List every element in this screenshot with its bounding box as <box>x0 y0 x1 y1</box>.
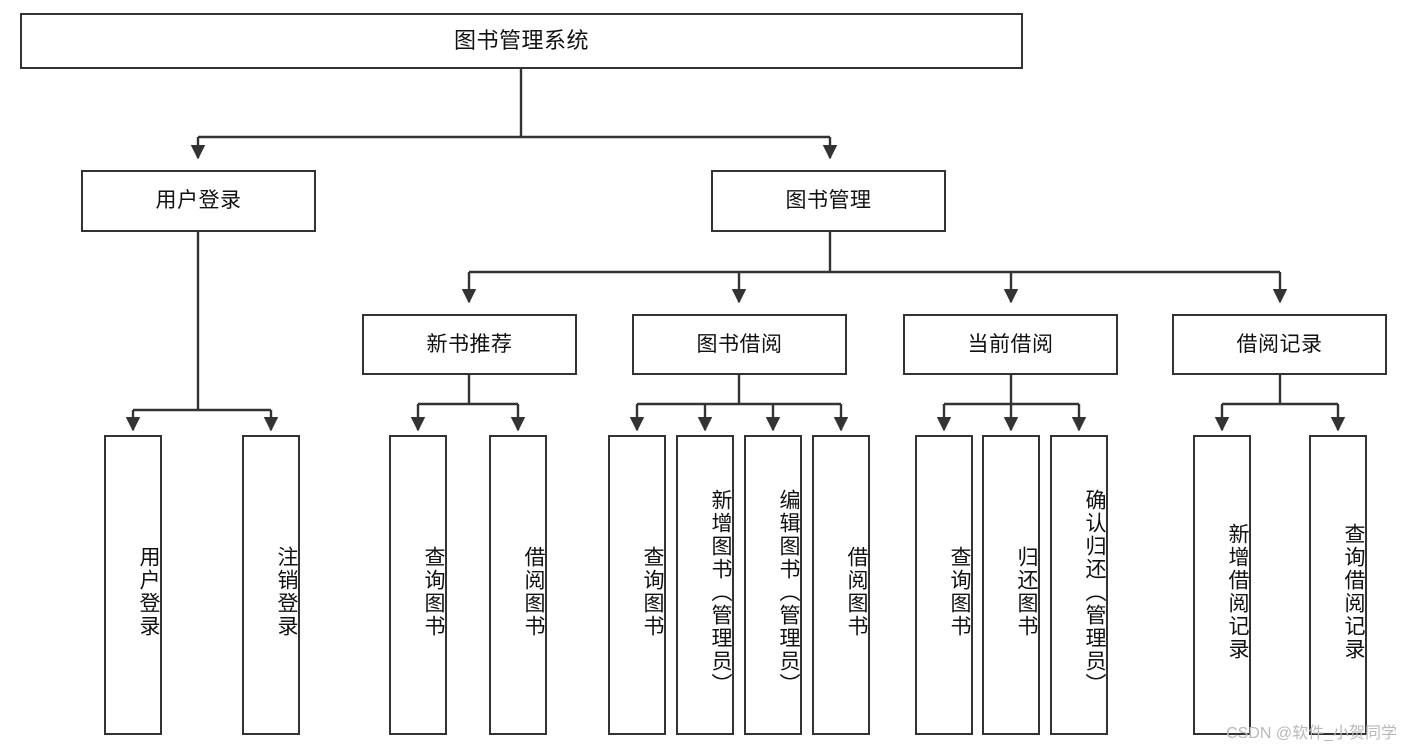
leaf-current-confirm-return-admin[interactable]: 确认归还（管理员） <box>1050 435 1108 735</box>
leaf-records-query-record[interactable]: 查询借阅记录 <box>1309 435 1367 735</box>
node-label: 查询借阅记录 <box>1342 523 1365 661</box>
node-label: 新增借阅记录 <box>1226 523 1249 661</box>
leaf-borrow-borrow-books[interactable]: 借阅图书 <box>812 435 870 735</box>
node-label: 确认归还（管理员） <box>1083 488 1106 696</box>
node-new-book-recommendation[interactable]: 新书推荐 <box>362 314 577 375</box>
node-borrowing-records[interactable]: 借阅记录 <box>1172 314 1387 375</box>
node-label: 编辑图书（管理员） <box>777 488 800 696</box>
leaf-newbook-borrow-books[interactable]: 借阅图书 <box>489 435 547 735</box>
leaf-borrow-add-book-admin[interactable]: 新增图书（管理员） <box>676 435 734 735</box>
node-label: 新书推荐 <box>426 332 513 356</box>
node-label: 图书管理 <box>785 189 872 213</box>
node-label: 当前借阅 <box>967 332 1054 356</box>
node-label: 查询图书 <box>641 546 664 638</box>
node-label: 查询图书 <box>948 546 971 638</box>
node-label: 图书管理系统 <box>453 27 589 53</box>
node-label: 新增图书（管理员） <box>709 488 732 696</box>
node-label: 借阅图书 <box>845 546 868 638</box>
node-label: 借阅记录 <box>1236 332 1323 356</box>
leaf-current-query-books[interactable]: 查询图书 <box>915 435 973 735</box>
node-label: 归还图书 <box>1015 546 1038 638</box>
node-label: 查询图书 <box>422 546 445 638</box>
node-label: 注销登录 <box>275 546 298 638</box>
node-label: 用户登录 <box>155 189 242 213</box>
leaf-records-add-record[interactable]: 新增借阅记录 <box>1193 435 1251 735</box>
leaf-borrow-edit-book-admin[interactable]: 编辑图书（管理员） <box>744 435 802 735</box>
leaf-logout[interactable]: 注销登录 <box>242 435 300 735</box>
leaf-borrow-query-books[interactable]: 查询图书 <box>608 435 666 735</box>
leaf-current-return-books[interactable]: 归还图书 <box>982 435 1040 735</box>
node-root-book-management-system[interactable]: 图书管理系统 <box>20 13 1023 69</box>
leaf-user-login[interactable]: 用户登录 <box>104 435 162 735</box>
node-label: 图书借阅 <box>696 332 783 356</box>
node-user-login[interactable]: 用户登录 <box>81 170 316 232</box>
leaf-newbook-query-books[interactable]: 查询图书 <box>389 435 447 735</box>
node-book-management[interactable]: 图书管理 <box>711 170 946 232</box>
node-label: 用户登录 <box>137 546 160 638</box>
node-book-borrowing[interactable]: 图书借阅 <box>632 314 847 375</box>
node-label: 借阅图书 <box>522 546 545 638</box>
node-current-borrowing[interactable]: 当前借阅 <box>903 314 1118 375</box>
watermark: CSDN @软件_小贺同学 <box>1226 725 1397 742</box>
